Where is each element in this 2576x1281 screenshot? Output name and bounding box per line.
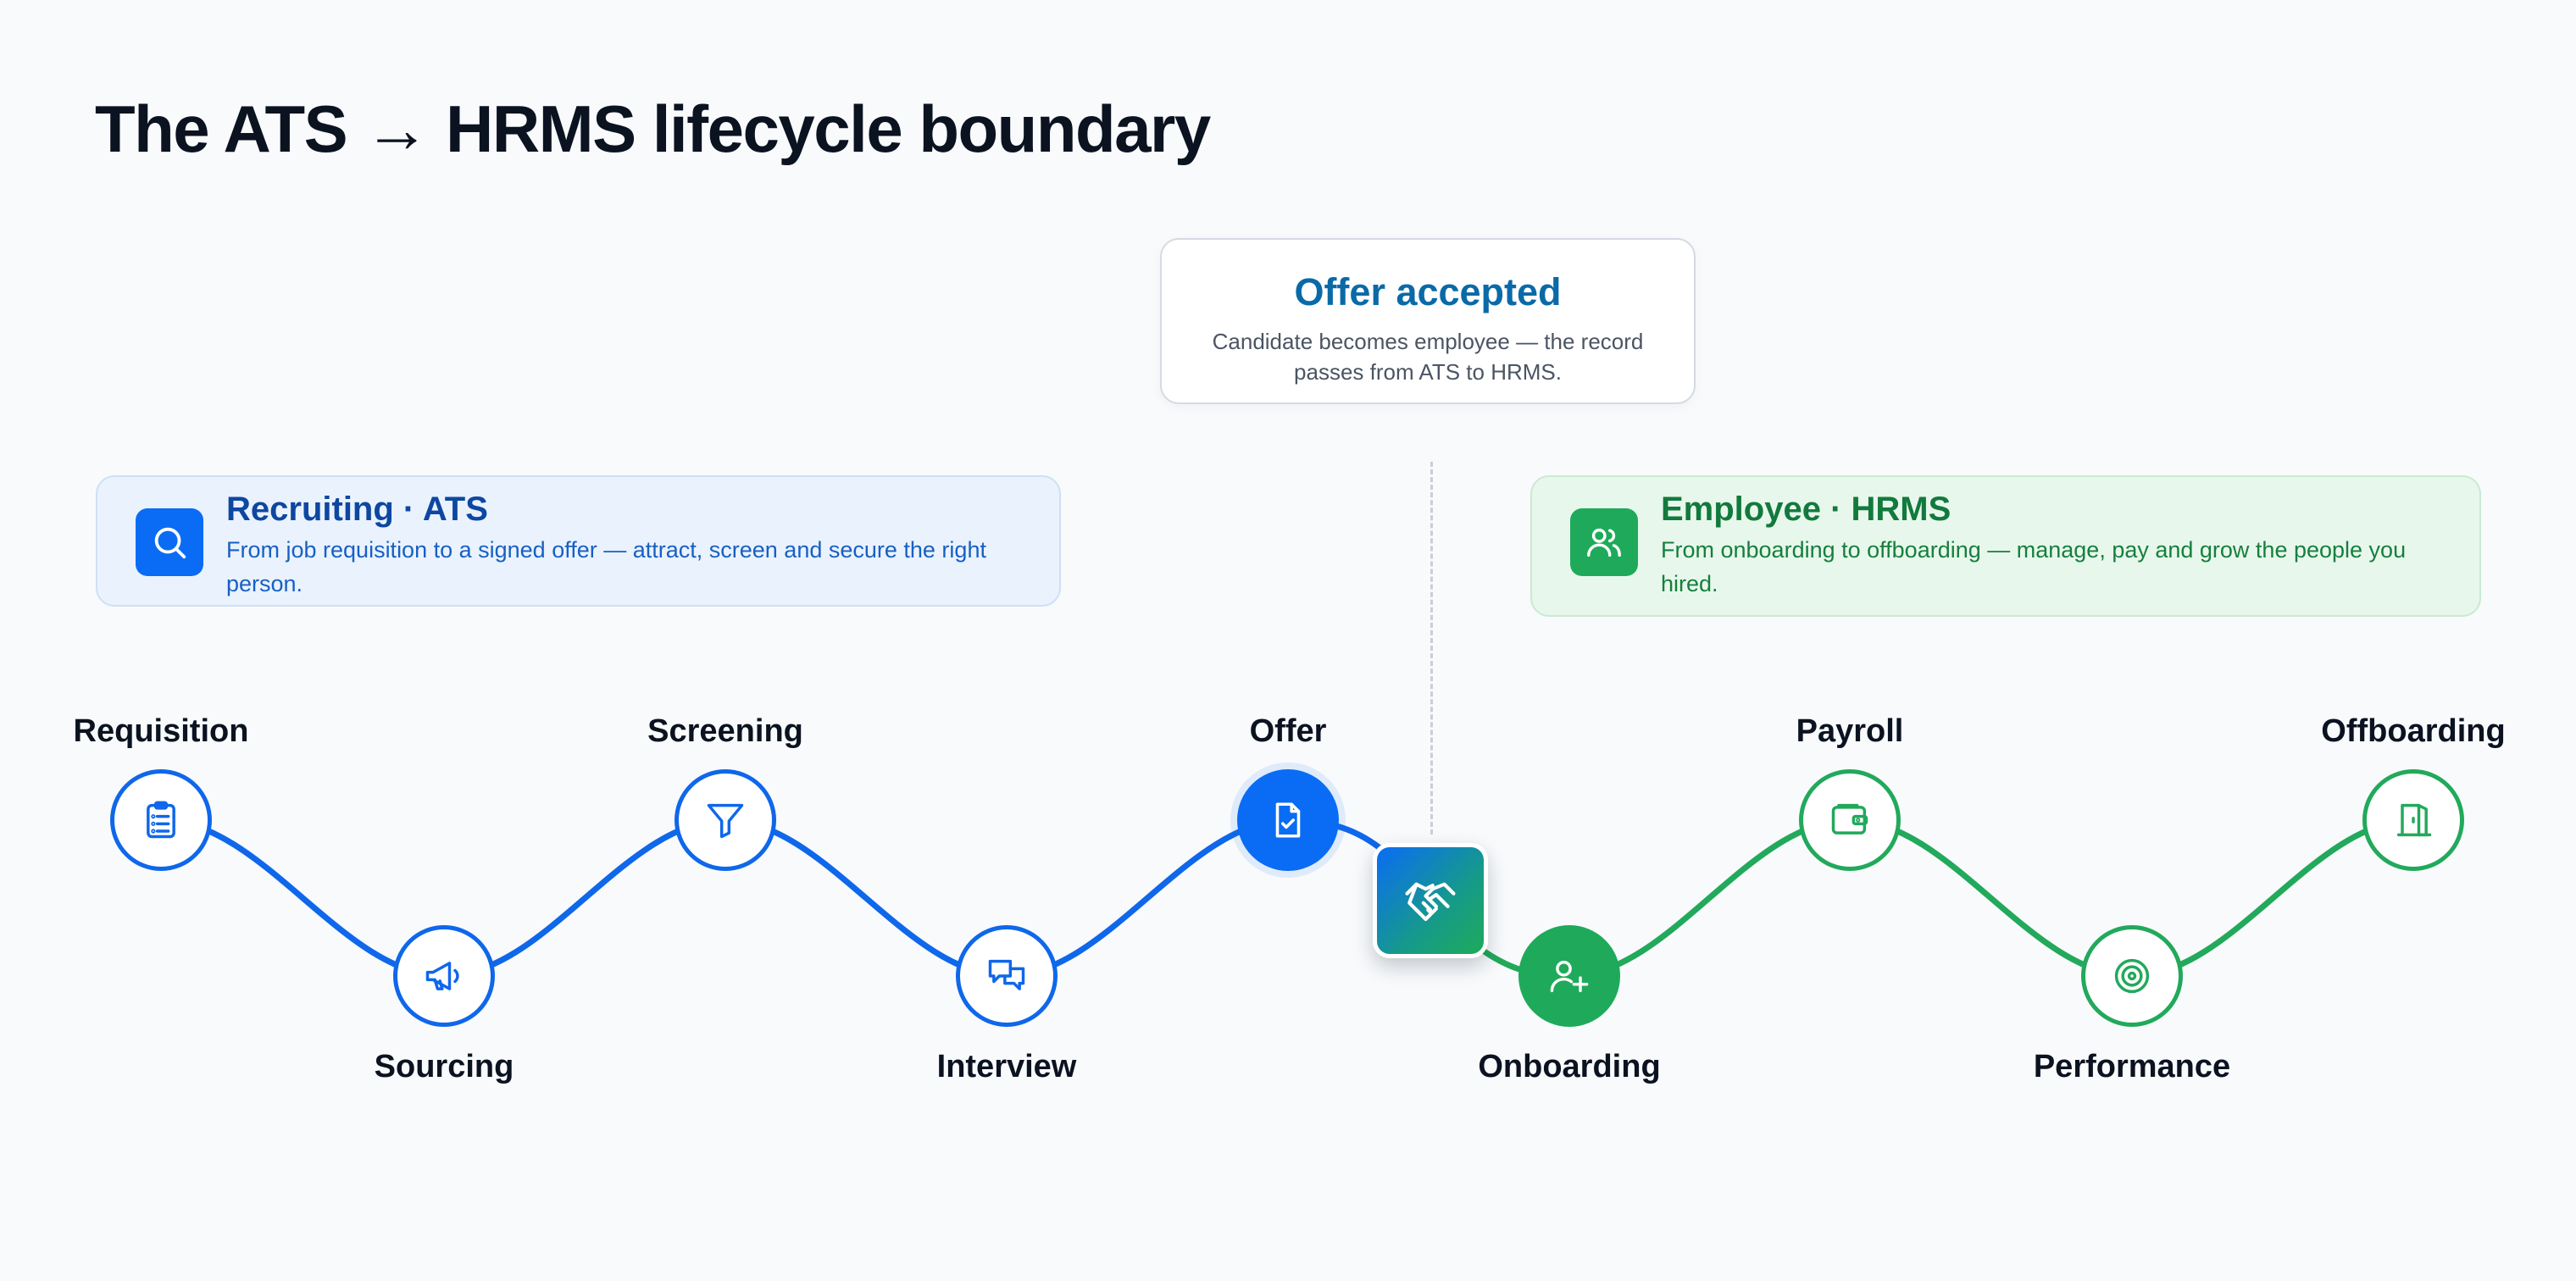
stage-node-sourcing[interactable] <box>393 925 495 1027</box>
stage-label-interview: Interview <box>936 1049 1077 1084</box>
wallet-icon <box>1828 798 1872 842</box>
stage-node-payroll[interactable] <box>1799 769 1901 871</box>
stage-node-performance[interactable] <box>2081 925 2183 1027</box>
stage-node-screening[interactable] <box>675 769 776 871</box>
megaphone-icon <box>422 954 466 998</box>
stage-label-offer: Offer <box>1249 713 1327 749</box>
stage-label-offboarding: Offboarding <box>2321 713 2506 749</box>
users-icon <box>1570 508 1638 576</box>
document-check-icon <box>1267 799 1309 841</box>
hrms-wave-path <box>1471 817 2417 979</box>
handshake-icon <box>1402 873 1458 929</box>
door-exit-icon <box>2391 798 2435 842</box>
stage-label-onboarding: Onboarding <box>1478 1049 1661 1084</box>
phase-card-ats: Recruiting · ATS From job requisition to… <box>96 475 1061 607</box>
boundary-divider <box>1430 462 1433 835</box>
stage-node-offboarding[interactable] <box>2362 769 2464 871</box>
boundary-description: Candidate becomes employee — the record … <box>1212 329 1644 385</box>
boundary-callout: Offer accepted Candidate becomes employe… <box>1160 238 1696 404</box>
stage-label-requisition: Requisition <box>73 713 249 749</box>
stage-node-interview[interactable] <box>956 925 1058 1027</box>
stage-label-payroll: Payroll <box>1796 713 1904 749</box>
search-icon <box>136 508 203 576</box>
clipboard-icon <box>139 798 183 842</box>
phase-description-hrms: From onboarding to offboarding — manage,… <box>1661 537 2407 596</box>
stage-label-sourcing: Sourcing <box>374 1049 514 1084</box>
user-plus-icon <box>1547 954 1591 998</box>
stage-node-requisition[interactable] <box>110 769 212 871</box>
phase-title-ats: Recruiting · ATS <box>226 491 488 528</box>
stage-label-screening: Screening <box>647 713 803 749</box>
chat-bubbles-icon <box>985 954 1029 998</box>
boundary-title: Offer accepted <box>1294 270 1562 313</box>
stage-label-performance: Performance <box>2033 1049 2231 1084</box>
stage-node-onboarding[interactable] <box>1518 925 1620 1027</box>
stage-node-offer[interactable] <box>1237 769 1339 871</box>
phase-card-hrms: Employee · HRMS From onboarding to offbo… <box>1530 475 2481 617</box>
phase-title-hrms: Employee · HRMS <box>1661 491 1951 528</box>
page-title: The ATS → HRMS lifecycle boundary <box>95 92 1211 166</box>
handoff-tile <box>1373 843 1488 958</box>
filter-icon <box>703 798 747 842</box>
phase-description-ats: From job requisition to a signed offer —… <box>226 537 986 596</box>
target-icon <box>2110 954 2154 998</box>
ats-wave-path <box>158 817 1393 979</box>
